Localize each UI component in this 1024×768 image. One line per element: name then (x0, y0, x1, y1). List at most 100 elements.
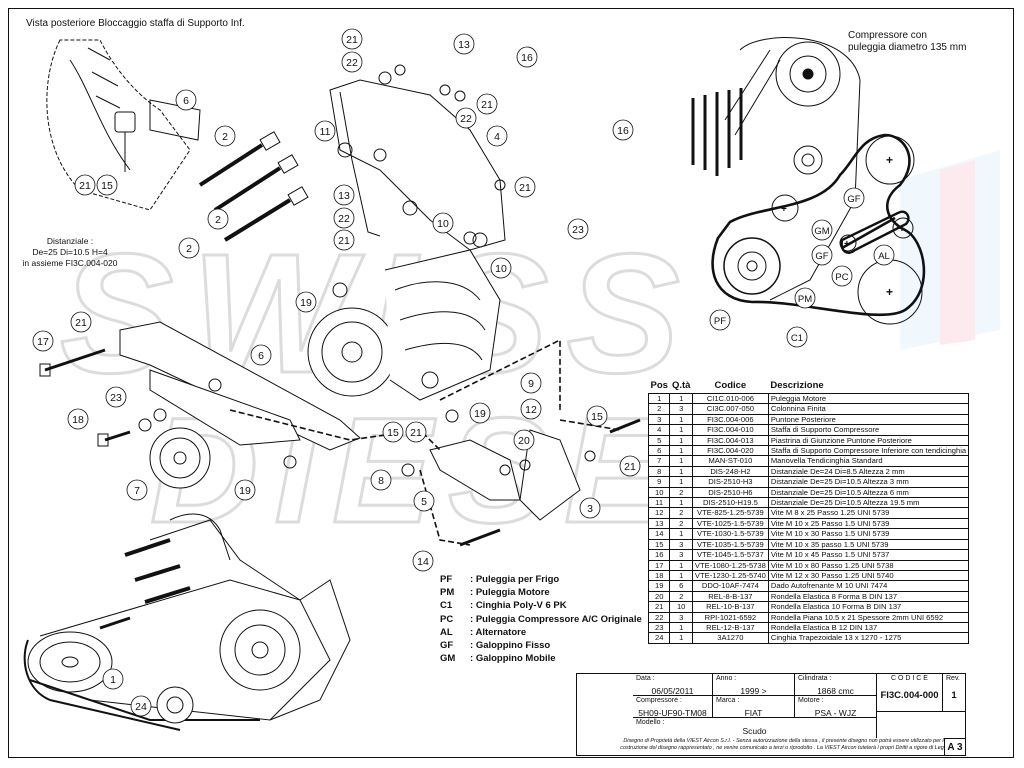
cell-qty: 2 (669, 486, 693, 499)
svg-text:22: 22 (460, 113, 472, 125)
callout-22-a: 22 (341, 51, 363, 73)
label-pf: PF (709, 309, 731, 331)
label-gm: GM (811, 219, 833, 241)
cell-desc: Vite M 8 x 25 Passo 1.25 UNI 5739 (767, 507, 970, 519)
svg-text:23: 23 (572, 224, 584, 236)
callout-21-f: 21 (70, 311, 92, 333)
cell-code: VTE-825-1.25-5739 (691, 507, 769, 519)
cell-qty: 1 (669, 559, 693, 571)
callout-22-c: 22 (333, 207, 355, 229)
cell-code: RPI-1021-6592 (691, 611, 769, 623)
cell-pos: 14 (647, 528, 671, 540)
callout-21-d: 21 (514, 176, 536, 198)
callout-19-b: 19 (469, 402, 491, 424)
cell-qty: 3 (669, 549, 693, 561)
svg-text:21: 21 (338, 235, 350, 247)
tb-anno: Anno :1999 > (713, 674, 795, 696)
svg-text:7: 7 (134, 485, 140, 497)
callout-6-a: 6 (175, 89, 197, 111)
cell-qty: 1 (669, 621, 693, 634)
svg-text:10: 10 (495, 263, 507, 275)
callout-6-b: 6 (250, 344, 272, 366)
svg-text:2: 2 (222, 131, 228, 143)
cell-desc: Distanziale De=25 Di=10.5 Altezza 3 mm (767, 476, 970, 488)
cell-desc: Vite M 12 x 30 Passo 1.25 UNI 5740 (767, 569, 970, 582)
cell-pos: 19 (647, 580, 671, 592)
cell-qty: 1 (669, 413, 693, 426)
cell-desc: Dado Autofrenante M 10 UNI 7474 (767, 580, 970, 592)
cell-pos: 18 (647, 569, 671, 582)
cell-code: DIS-248-H2 (691, 465, 769, 478)
cell-pos: 6 (647, 445, 671, 457)
cell-code: FI3C.004-020 (691, 445, 769, 457)
cell-code: 3A1270 (691, 632, 769, 644)
svg-text:+: + (899, 224, 905, 235)
cell-desc: Rondella Elastica 10 Forma B DIN 137 (767, 601, 970, 613)
cell-pos: 13 (647, 517, 671, 530)
svg-text:21: 21 (79, 180, 91, 192)
callout-20: 20 (513, 429, 535, 451)
cell-pos: 5 (647, 434, 671, 447)
cell-desc: Vite M 10 x 80 Passo 1.25 UNI 5738 (767, 559, 970, 571)
cell-qty: 10 (669, 601, 693, 613)
callout-7: 7 (126, 479, 148, 501)
svg-text:19: 19 (239, 485, 251, 497)
svg-text:19: 19 (474, 408, 486, 420)
cell-qty: 3 (669, 611, 693, 623)
cell-qty: 1 (669, 465, 693, 478)
cell-qty: 1 (669, 569, 693, 582)
cell-desc: Rondella Elastica 8 Forma B DIN 137 (767, 590, 970, 603)
callout-8: 8 (370, 469, 392, 491)
callout-16-a: 16 (516, 46, 538, 68)
svg-text:GF: GF (815, 251, 828, 262)
cell-qty: 1 (669, 392, 693, 405)
callout-2-c: 2 (178, 237, 200, 259)
cell-pos: 8 (647, 465, 671, 478)
cell-qty: 3 (669, 538, 693, 551)
belt-routing-diagram: + + + + + (691, 37, 926, 325)
svg-text:21: 21 (519, 182, 531, 194)
cell-pos: 3 (647, 413, 671, 426)
cell-pos: 23 (647, 621, 671, 634)
svg-text:+: + (844, 239, 850, 250)
svg-text:2: 2 (215, 214, 221, 226)
cell-pos: 21 (647, 601, 671, 613)
cell-pos: 10 (647, 486, 671, 499)
svg-text:4: 4 (494, 131, 500, 143)
callout-13-b: 13 (333, 184, 355, 206)
callout-3: 3 (579, 497, 601, 519)
compressor-note-line2: puleggia diametro 135 mm (848, 42, 967, 53)
callout-15-b: 15 (586, 405, 608, 427)
tb-modello: Modello :Scudo (633, 718, 877, 738)
svg-text:AL: AL (878, 251, 890, 262)
cell-code: REL-12-B-137 (691, 621, 769, 634)
cell-code: VTE-1025-1.5-5739 (691, 517, 769, 530)
svg-text:16: 16 (617, 125, 629, 137)
cell-code: VTE-1030-1.5-5739 (691, 528, 769, 540)
label-gf-1: GF (843, 187, 865, 209)
col-qty: Q.tà (669, 378, 693, 394)
cell-desc: Distanziale De=25 Di=10.5 Altezza 6 mm (767, 486, 970, 499)
cell-pos: 17 (647, 559, 671, 571)
cell-desc: Colonnina Finita (767, 403, 970, 415)
spacer-note-line3: in assieme FI3C.004-020 (22, 258, 118, 268)
cell-desc: Rondella Elastica B 12 DIN 137 (767, 621, 970, 634)
cell-desc: Staffa di Supporto Compressore (767, 424, 970, 436)
legend: PF: Puleggia per Frigo PM: Puleggia Moto… (440, 573, 642, 665)
drawing-sheet-border (8, 8, 1014, 758)
col-pos: Pos (648, 378, 670, 394)
svg-text:15: 15 (101, 180, 113, 192)
label-c1: C1 (786, 326, 808, 348)
cell-qty: 1 (669, 528, 693, 540)
belt-labels: GF GM GF PC AL PM PF C1 (709, 187, 895, 348)
